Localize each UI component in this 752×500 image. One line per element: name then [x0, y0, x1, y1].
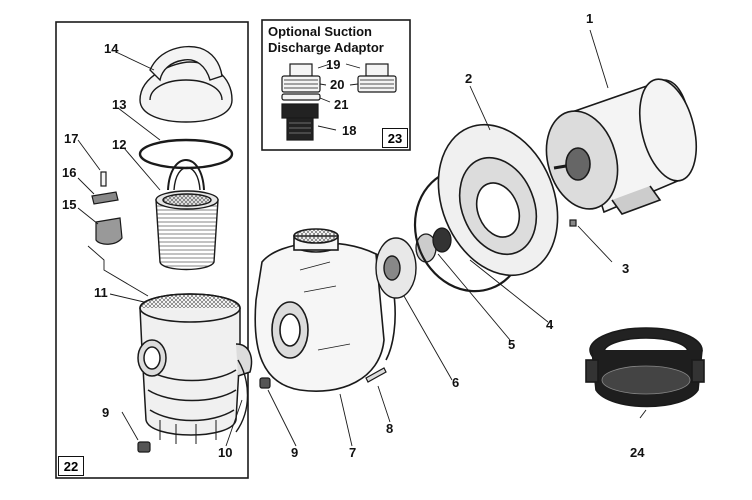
- suction-adaptor-union-19: [281, 63, 321, 93]
- strainer-housing-11: [137, 293, 253, 444]
- drain-plug-oring-16: [91, 191, 119, 205]
- label-part-21: 21: [334, 97, 349, 112]
- drain-plug-9-right: [259, 377, 271, 389]
- label-part-8: 8: [386, 421, 394, 436]
- label-part-11: 11: [94, 285, 108, 300]
- adaptor-oring-21: [281, 93, 321, 101]
- leader-lines: [77, 29, 647, 447]
- impeller-6: [375, 237, 417, 299]
- label-part-19: 19: [326, 57, 341, 72]
- cover-oring-13: [138, 138, 234, 170]
- label-part-3: 3: [622, 261, 630, 276]
- motor-mount-bolt-3: [569, 219, 577, 227]
- seal-plate-2: [437, 123, 559, 277]
- motor-1: [545, 78, 697, 215]
- clamp-ring-10: [235, 359, 249, 433]
- label-part-20: 20: [330, 77, 345, 92]
- label-part-12: 12: [112, 137, 127, 152]
- label-part-2: 2: [465, 71, 473, 86]
- label-part-1: 1: [586, 11, 594, 26]
- strainer-kit-frame: [55, 21, 249, 479]
- label-part-4: 4: [546, 317, 554, 332]
- housing-bolt-8: [365, 367, 387, 383]
- diffuser-gasket-15: [95, 217, 123, 245]
- drain-plug-9-left: [137, 441, 151, 453]
- optional-adaptor-title: Optional Suction Discharge Adaptor: [268, 24, 384, 56]
- discharge-adaptor-union-20: [357, 63, 397, 93]
- label-part-13: 13: [112, 97, 127, 112]
- strainer-basket-12: [155, 159, 219, 271]
- label-part-17: 17: [64, 131, 79, 146]
- label-part-10: 10: [218, 445, 233, 460]
- kit-box-number: 22: [58, 456, 84, 476]
- label-part-18: 18: [342, 123, 357, 138]
- label-part-24: 24: [630, 445, 645, 460]
- callout-box-number: 23: [382, 128, 408, 148]
- threaded-adaptor-18: [281, 103, 319, 141]
- label-part-15: 15: [62, 197, 77, 212]
- label-part-9-right: 9: [291, 445, 299, 460]
- optional-adaptor-title-line2: Discharge Adaptor: [268, 40, 384, 55]
- pump-housing-7: [254, 228, 396, 392]
- label-part-16: 16: [62, 165, 77, 180]
- label-part-6: 6: [452, 375, 460, 390]
- shaft-seal-5: [415, 227, 452, 263]
- optional-adaptor-title-line1: Optional Suction: [268, 24, 372, 39]
- label-part-9-left: 9: [102, 405, 110, 420]
- label-part-5: 5: [508, 337, 516, 352]
- label-part-7: 7: [349, 445, 357, 460]
- drain-plug-17: [100, 171, 107, 187]
- strainer-cover-14: [139, 45, 233, 123]
- label-part-14: 14: [104, 41, 119, 56]
- union-clamp-24: [585, 327, 705, 408]
